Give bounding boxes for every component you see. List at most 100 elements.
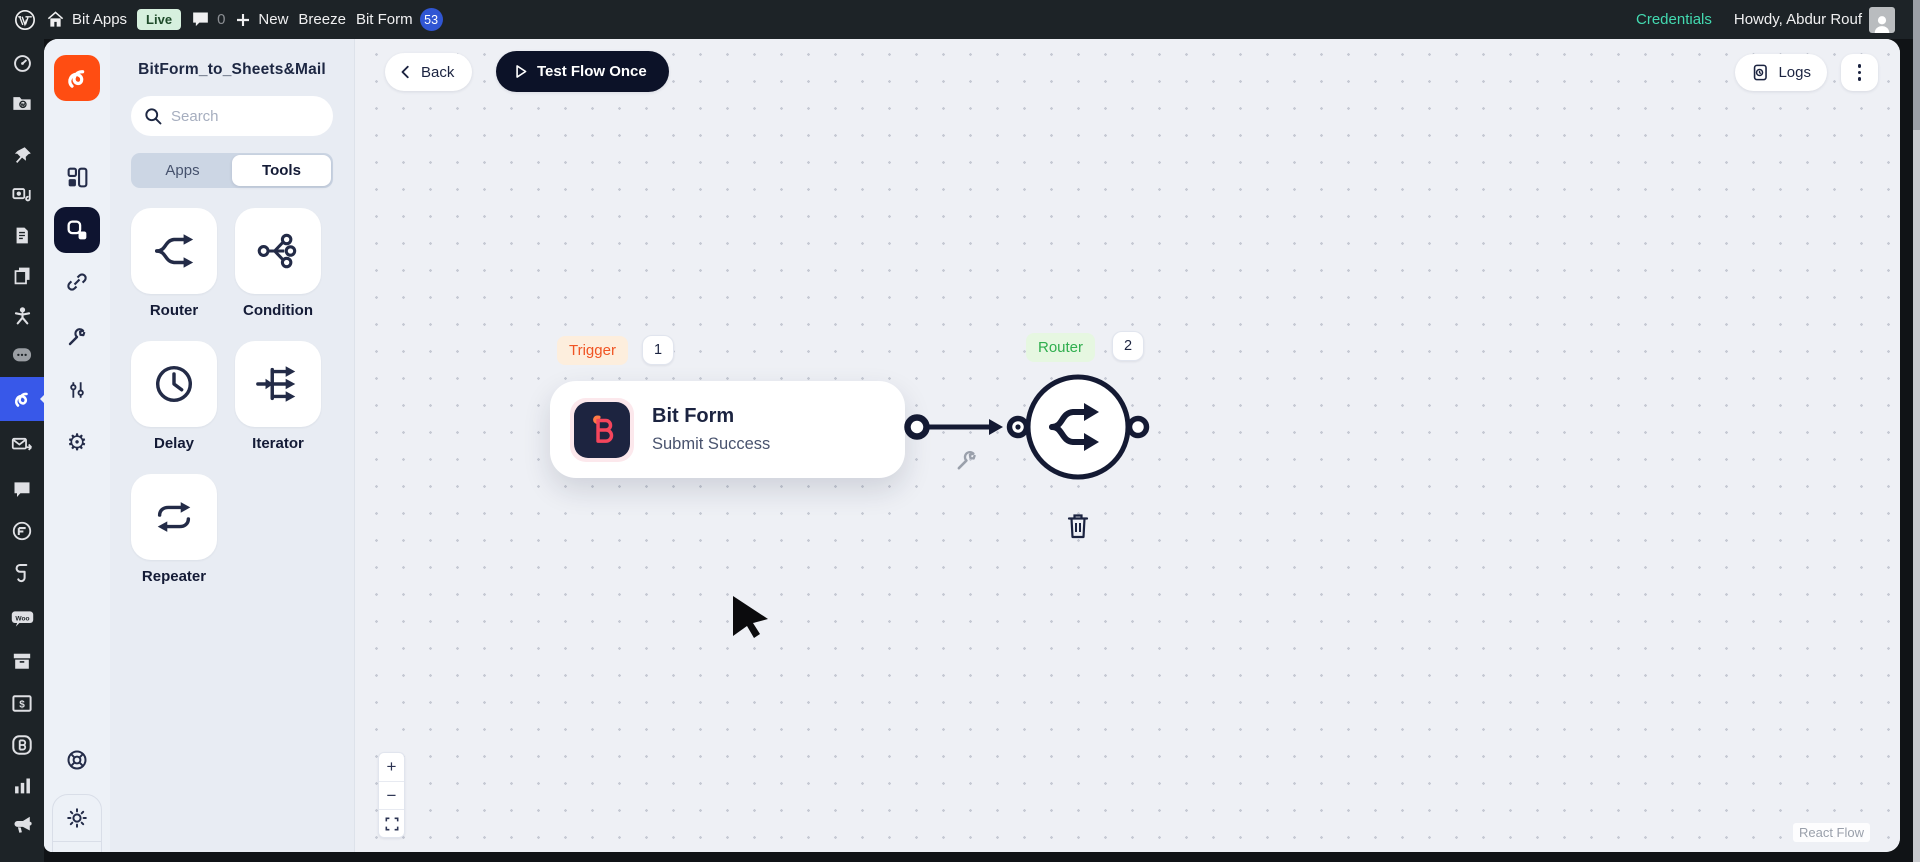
- mouse-cursor: [733, 596, 768, 638]
- sidebar-item-pages[interactable]: [0, 257, 44, 293]
- account-menu-item[interactable]: Howdy, Abdur Rouf: [1733, 6, 1895, 33]
- theme-toggle-button[interactable]: [53, 795, 101, 841]
- tab-tools[interactable]: Tools: [232, 155, 331, 186]
- sidebar-item-media[interactable]: [0, 177, 44, 213]
- bitform-menu-item[interactable]: Bit Form 53: [356, 8, 443, 31]
- zoom-in-button[interactable]: +: [386, 757, 397, 776]
- comments-menu-item[interactable]: 0: [191, 11, 225, 28]
- sidebar-item-bit-assist[interactable]: [0, 555, 44, 591]
- dollar-card-icon: $: [12, 694, 32, 712]
- tool-card-router[interactable]: Router: [131, 208, 217, 319]
- tool-card-delay[interactable]: Delay: [131, 341, 217, 452]
- dashboard-icon: [13, 54, 31, 72]
- kebab-icon: [1857, 64, 1862, 81]
- trigger-order-badge: 1: [642, 335, 674, 365]
- fluent-icon: [12, 521, 32, 541]
- howdy-text: Howdy, Abdur Rouf: [1733, 11, 1862, 28]
- bit-flows-logo-icon[interactable]: [54, 55, 100, 101]
- gear-icon: ⚙: [66, 428, 88, 455]
- breeze-menu-item[interactable]: Breeze: [298, 11, 346, 28]
- search-input[interactable]: [171, 107, 311, 125]
- sliders-icon: [70, 382, 84, 398]
- rail-item-flows[interactable]: [54, 207, 100, 253]
- sidebar-item-archive[interactable]: [0, 643, 44, 679]
- sidebar-item-analytics[interactable]: [0, 767, 44, 803]
- sidebar-item-mail[interactable]: [0, 427, 44, 463]
- breeze-label: Breeze: [298, 11, 346, 28]
- edge-trigger-to-router[interactable]: [903, 412, 1021, 442]
- app-rail: ⚙: [44, 39, 110, 852]
- archive-box-icon: [13, 653, 31, 669]
- trigger-type-badge: Trigger: [557, 336, 628, 365]
- megaphone-icon: [14, 816, 32, 833]
- rail-item-webhooks[interactable]: [54, 259, 100, 305]
- flow-canvas[interactable]: Back Test Flow Once Logs Trigger 1 Bit F…: [355, 39, 1900, 852]
- apps-tools-toggle: Apps Tools: [131, 153, 333, 188]
- bar-chart-icon: [14, 778, 30, 793]
- sidebar-item-announcements[interactable]: [0, 807, 44, 843]
- sidebar-item-woocommerce[interactable]: Woo: [0, 601, 44, 637]
- collapse-panel-button[interactable]: [53, 841, 101, 852]
- site-menu-item[interactable]: Bit Apps: [46, 10, 127, 29]
- credentials-link[interactable]: Credentials: [1636, 11, 1712, 28]
- sidebar-item-people[interactable]: [0, 297, 44, 333]
- sidebar-item-wp-folder[interactable]: [0, 85, 44, 121]
- sidebar-item-posts[interactable]: [0, 137, 44, 173]
- wrench-icon: [68, 328, 86, 346]
- logs-icon: [1754, 64, 1768, 81]
- sidebar-item-forms-doc[interactable]: [0, 217, 44, 253]
- router-node-icon: [1049, 403, 1099, 451]
- live-badge: Live: [137, 9, 182, 30]
- rail-item-preferences[interactable]: [54, 367, 100, 413]
- rail-item-settings[interactable]: ⚙: [54, 419, 100, 465]
- sidebar-item-comment[interactable]: [0, 471, 44, 507]
- fit-view-button[interactable]: [379, 809, 404, 837]
- rail-item-tools[interactable]: [54, 314, 100, 360]
- search-box[interactable]: [131, 96, 333, 136]
- trigger-node[interactable]: Bit Form Submit Success: [550, 381, 905, 478]
- delete-node-icon[interactable]: [1066, 512, 1090, 540]
- browser-scrollbar[interactable]: [1913, 0, 1920, 862]
- dashboard-grid-icon: [67, 167, 87, 187]
- reactflow-attribution: React Flow: [1792, 823, 1870, 842]
- sidebar-item-payments[interactable]: $: [0, 685, 44, 721]
- new-menu-item[interactable]: New: [235, 11, 288, 28]
- comments-icon: [193, 12, 208, 27]
- edge-settings-wrench-icon[interactable]: [953, 446, 981, 474]
- router-icon: [155, 234, 194, 268]
- flows-icon: [67, 220, 86, 239]
- bitform-count-badge: 53: [419, 8, 443, 31]
- comment-bubble-icon: [14, 481, 30, 497]
- node-subtitle: Submit Success: [652, 435, 771, 453]
- rail-item-support[interactable]: [54, 737, 100, 783]
- tab-apps[interactable]: Apps: [165, 162, 200, 179]
- link-icon: [67, 273, 87, 291]
- chat-ellipsis-icon: [12, 347, 32, 361]
- source-handle[interactable]: [904, 414, 930, 440]
- logs-button[interactable]: Logs: [1735, 54, 1827, 91]
- sidebar-item-dashboard[interactable]: [0, 45, 44, 81]
- router-output-handle[interactable]: [1126, 415, 1150, 439]
- home-icon: [47, 11, 64, 27]
- sidebar-item-bit-form[interactable]: [0, 727, 44, 763]
- zoom-out-button[interactable]: −: [379, 781, 404, 809]
- sidebar-item-fluent[interactable]: [0, 513, 44, 549]
- scrollbar-thumb[interactable]: [1913, 0, 1920, 130]
- wordpress-logo-icon[interactable]: [14, 9, 36, 31]
- tool-card-repeater[interactable]: Repeater: [131, 474, 217, 585]
- back-button[interactable]: Back: [385, 53, 473, 91]
- search-icon: [145, 108, 162, 125]
- condition-icon: [257, 233, 297, 269]
- test-flow-button[interactable]: Test Flow Once: [496, 51, 669, 92]
- bit-flows-app: ⚙ BitForm_to_Sheets&Mail Apps Tools: [44, 39, 1900, 852]
- sidebar-item-chat[interactable]: [0, 337, 44, 373]
- sidebar-item-bit-flows[interactable]: [0, 377, 44, 421]
- tool-card-condition[interactable]: Condition: [235, 208, 321, 319]
- wp-folder-icon: [13, 97, 31, 110]
- rail-item-dashboard[interactable]: [54, 154, 100, 200]
- tool-card-iterator[interactable]: Iterator: [235, 341, 321, 452]
- router-node[interactable]: [1005, 365, 1151, 489]
- more-options-button[interactable]: [1841, 54, 1878, 91]
- bit-form-icon: [12, 735, 32, 755]
- document-icon: [16, 227, 28, 243]
